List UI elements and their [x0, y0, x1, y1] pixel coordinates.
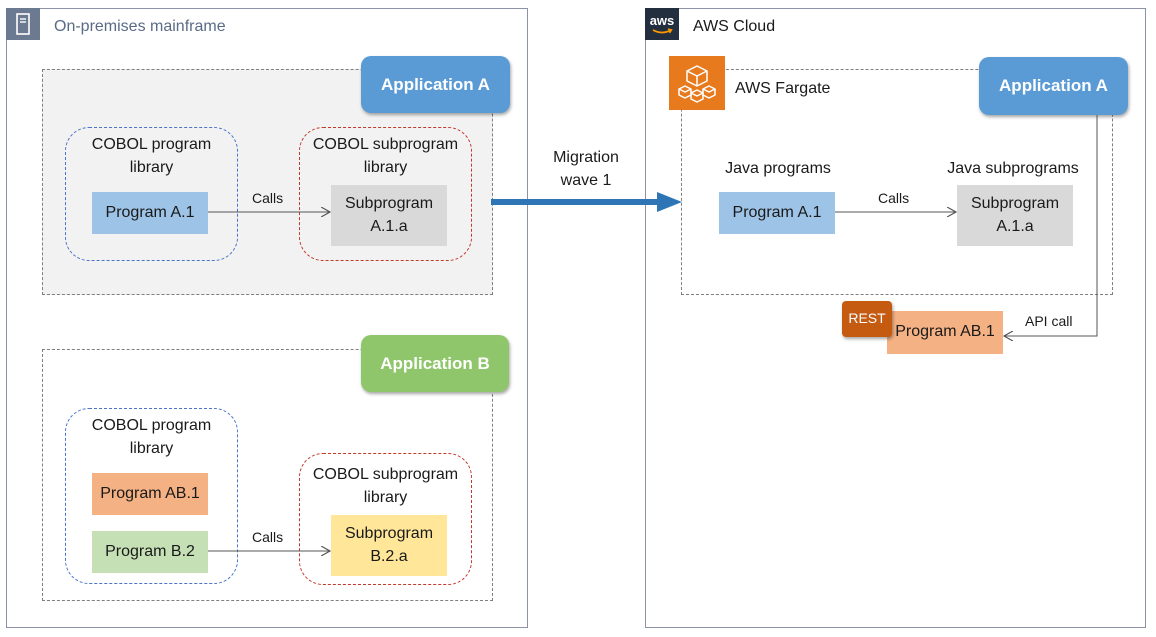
fargate-icon: [669, 56, 725, 110]
aws-subprogram-a1a: Subprogram A.1.a: [957, 185, 1073, 246]
aws-title: AWS Cloud: [693, 18, 776, 35]
migration-arrow: [491, 192, 682, 212]
onprem-program-b2: Program B.2: [92, 531, 208, 573]
aws-calls-label: Calls: [878, 190, 910, 206]
onprem-a-cobol-library-label: COBOL program library: [91, 136, 212, 177]
aws-app-a-pill: Application A: [979, 57, 1128, 115]
onprem-b-cobol-library: [65, 408, 238, 584]
onprem-app-b-group: [42, 349, 493, 601]
aws-logo-icon: aws: [645, 8, 679, 40]
java-programs-label: Java programs: [725, 160, 831, 177]
fargate-group: [681, 69, 1113, 295]
aws-logo-text: aws: [649, 13, 675, 28]
onprem-b-calls-label: Calls: [252, 529, 284, 545]
onprem-subprogram-a1a: Subprogram A.1.a: [331, 185, 447, 246]
onprem-subprogram-b2a: Subprogram B.2.a: [331, 515, 447, 576]
onprem-b-subprogram-library: [299, 453, 472, 585]
onprem-b-cobol-library-label: COBOL program library: [91, 417, 212, 458]
onprem-a-calls-label: Calls: [252, 190, 284, 206]
aws-program-a1: Program A.1: [719, 192, 835, 234]
rest-badge: REST: [842, 301, 892, 337]
onprem-app-a-pill: Application A: [361, 56, 510, 113]
onprem-app-b-pill: Application B: [361, 335, 509, 392]
fargate-label: AWS Fargate: [735, 80, 831, 97]
onprem-title: On-premises mainframe: [54, 18, 226, 35]
onprem-program-ab1: Program AB.1: [92, 473, 208, 515]
onprem-a-subprogram-library: [299, 127, 472, 261]
api-call-arrow: [1004, 115, 1098, 336]
aws-program-ab1: Program AB.1: [887, 311, 1003, 354]
onprem-b-subprogram-library-label: COBOL subprogram library: [312, 466, 459, 507]
java-subprograms-label: Java subprograms: [947, 160, 1079, 177]
server-icon: [6, 8, 40, 40]
onprem-a-subprogram-library-label: COBOL subprogram library: [312, 136, 459, 177]
onprem-program-a1: Program A.1: [92, 192, 208, 234]
onprem-a-cobol-library: [65, 127, 238, 261]
api-call-label: API call: [1025, 313, 1073, 329]
migration-label: Migration wave 1: [553, 149, 619, 190]
